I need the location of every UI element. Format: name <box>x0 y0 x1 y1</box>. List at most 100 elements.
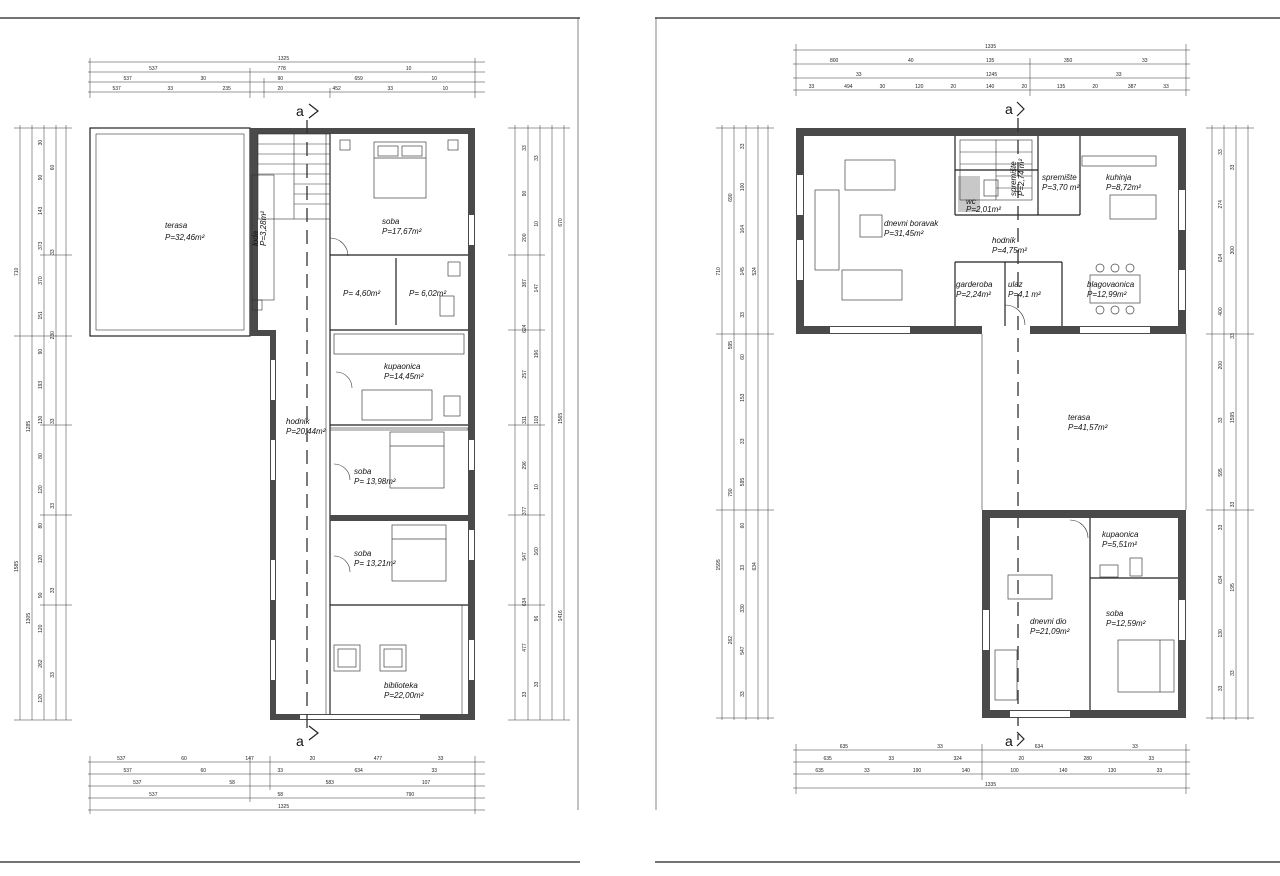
room-area: P=12,99m² <box>1087 290 1127 299</box>
section-marker-bottom: a <box>296 733 304 749</box>
dimension-label: 257 <box>522 370 528 379</box>
dimension-label: 33 <box>1132 744 1138 750</box>
dimension-label: 634 <box>522 598 528 607</box>
bath-fixtures <box>333 261 465 421</box>
dimension-label: 60 <box>740 354 746 360</box>
dimension-label: 537 <box>124 76 133 82</box>
dimension-label: 547 <box>522 552 528 561</box>
dimension-label: 130 <box>38 415 44 424</box>
bed-icon <box>1117 639 1175 693</box>
dimension-label: 100 <box>1010 768 1019 774</box>
dimension-label: 96 <box>534 616 540 622</box>
dimension-label: 800 <box>830 58 839 64</box>
section-marker-top: a <box>296 103 304 119</box>
dimension-label: 262 <box>728 636 734 645</box>
dimension-label: 324 <box>954 756 963 762</box>
dimension-label: 595 <box>1218 468 1224 477</box>
dimension-label: 164 <box>740 225 746 234</box>
room-area: P=22,00m² <box>384 691 424 700</box>
dimension-label: 537 <box>149 66 158 72</box>
dimension-label: 33 <box>1230 333 1236 339</box>
dimension-label: 547 <box>740 646 746 655</box>
dimension-label: 60 <box>50 165 56 171</box>
kitchen-counter <box>1081 155 1157 220</box>
dimension-label: 634 <box>1035 744 1044 750</box>
dimension-label: 80 <box>38 453 44 459</box>
dimension-label: 151 <box>38 311 44 320</box>
room-name: kupaonica <box>1102 530 1139 539</box>
dimension-label: 1325 <box>278 56 289 62</box>
room-area: P=2,24m² <box>956 290 991 299</box>
dimension-label: 33 <box>1230 670 1236 676</box>
dimension-label: 147 <box>245 756 254 762</box>
dining-table-icon <box>1089 263 1141 315</box>
dimension-label: 120 <box>915 84 924 90</box>
dimension-label: 30 <box>38 140 44 146</box>
staircase <box>257 133 331 220</box>
bed-icon <box>339 139 459 199</box>
dimension-label: 20 <box>1092 84 1098 90</box>
dimension-label: 624 <box>1218 254 1224 263</box>
dimension-label: 33 <box>50 249 56 255</box>
dimension-label: 33 <box>522 145 528 151</box>
dimension-label: 537 <box>133 780 142 786</box>
staircase <box>959 139 1033 201</box>
dimension-label: 300 <box>1230 246 1236 255</box>
dimension-label: 10 <box>443 86 449 92</box>
dimension-label: 80 <box>38 523 44 529</box>
dimension-label: 1285 <box>26 421 32 432</box>
dimension-label: 370 <box>38 276 44 285</box>
dimension-label: 33 <box>1163 84 1169 90</box>
dimension-label: 33 <box>1218 685 1224 691</box>
dimension-label: 33 <box>740 143 746 149</box>
dimension-label: 537 <box>124 768 133 774</box>
room-name: soba <box>382 217 400 226</box>
dimension-label: 1585 <box>14 561 20 572</box>
dimension-label: 90 <box>522 191 528 197</box>
ground-floor-plan <box>716 44 1254 794</box>
dimension-label: 33 <box>1230 502 1236 508</box>
room-name: soba <box>354 467 372 476</box>
chair-icon <box>333 644 407 672</box>
dimension-label: 595 <box>728 341 734 350</box>
dimension-lines-right <box>508 125 570 721</box>
dimension-label: 33 <box>1230 164 1236 170</box>
dimension-label: 33 <box>809 84 815 90</box>
room-area: P=21,09m² <box>1030 627 1070 636</box>
room-area: P=3,28m² <box>259 211 268 246</box>
dimension-label: 387 <box>1128 84 1137 90</box>
dimension-label: 1595 <box>716 559 722 570</box>
dimension-label: 20 <box>1021 84 1027 90</box>
dimension-label: 634 <box>1218 575 1224 584</box>
dining-table-icon <box>994 574 1053 701</box>
room-name: spremište <box>1009 161 1018 196</box>
room-area: P=14,45m² <box>384 372 424 381</box>
dimension-lines-top <box>88 58 485 98</box>
dimension-label: 60 <box>181 756 187 762</box>
dimension-label: 1595 <box>1230 412 1236 423</box>
dimension-label: 477 <box>374 756 383 762</box>
dimension-label: 280 <box>1084 756 1093 762</box>
dimension-label: 140 <box>1059 768 1068 774</box>
dimension-label: 330 <box>740 604 746 613</box>
dimension-label: 33 <box>740 565 746 571</box>
room-area: P=2,01m² <box>966 205 1001 214</box>
dimension-label: 33 <box>388 86 394 92</box>
dimension-label: 230 <box>50 331 56 340</box>
dimension-label: 33 <box>740 691 746 697</box>
dimension-label: 33 <box>534 681 540 687</box>
dimension-label: 10 <box>534 484 540 490</box>
room-name: hodnik <box>992 236 1017 245</box>
room-name: kuhinja <box>1106 173 1132 182</box>
dimension-label: 40 <box>908 58 914 64</box>
dimension-label: 350 <box>1064 58 1073 64</box>
dimension-lines-top <box>793 44 1190 96</box>
dimension-lines-right <box>1206 125 1254 720</box>
upper-floor-plan <box>14 58 570 814</box>
dimension-label: 33 <box>50 418 56 424</box>
dimension-lines-left <box>716 125 774 720</box>
room-name: terasa <box>1068 413 1091 422</box>
room-area: P=17,67m² <box>382 227 422 236</box>
dimension-label: 120 <box>38 555 44 564</box>
